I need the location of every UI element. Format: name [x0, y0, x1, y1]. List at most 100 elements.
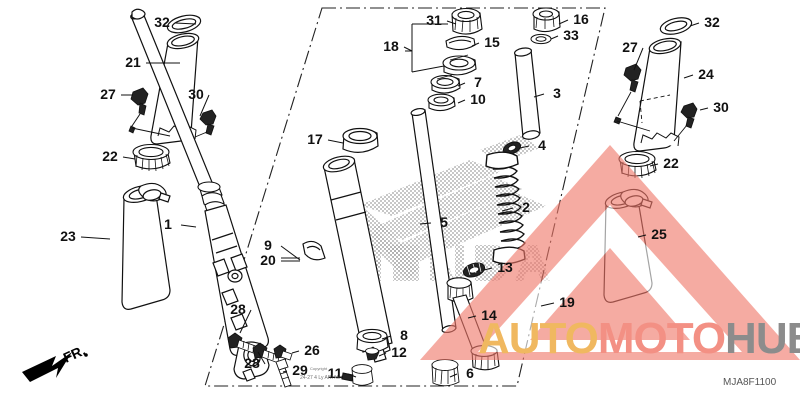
callout-30: 30 [699, 99, 729, 115]
callout-6: 6 [449, 365, 474, 381]
callout-number: 33 [563, 27, 579, 43]
callout-number: 6 [466, 365, 474, 381]
callout-number: 27 [100, 86, 116, 102]
callout-number: 14 [481, 307, 497, 323]
leader-line [689, 22, 700, 27]
part-26-bolt [273, 344, 293, 361]
leader-line [683, 74, 694, 79]
leader-line [637, 234, 647, 238]
part-18-oil-seal-set [442, 54, 477, 76]
callout-11: 11 [328, 365, 357, 381]
callout-28: 28 [244, 351, 266, 371]
callout-14: 14 [467, 307, 497, 323]
leader-line [457, 99, 466, 104]
svg-text:Copyright: Copyright [310, 366, 328, 371]
part-4-spring-seat [502, 141, 522, 155]
callout-number: 7 [474, 74, 482, 90]
callout-number: 30 [713, 99, 729, 115]
part-24-fork-cover [633, 37, 682, 152]
leader-line [199, 94, 210, 117]
part-33-washer [530, 33, 552, 45]
leader-line [533, 93, 545, 98]
leader-line [449, 373, 458, 378]
leader-line [633, 47, 644, 71]
leader-line [122, 156, 136, 160]
callout-number: 3 [553, 85, 561, 101]
callout-17: 17 [307, 131, 344, 147]
part-10-guide-bush [427, 93, 456, 112]
wm-auto-text: AUTO [478, 314, 598, 363]
part-3-damper-rod [514, 47, 541, 140]
part-7-backup-ring [430, 74, 461, 94]
callout-25: 25 [637, 226, 667, 242]
part-27-right-bolt [613, 63, 642, 125]
callout-32: 32 [689, 14, 720, 30]
part-6-bolt [431, 359, 460, 387]
callout-number: 20 [260, 252, 276, 268]
callout-12: 12 [378, 344, 407, 360]
callout-5: 5 [419, 214, 448, 230]
part-32-right-seal-ring [659, 17, 693, 35]
leader-30-left [194, 131, 208, 138]
callout-19: 19 [540, 294, 575, 310]
leader-line [282, 370, 288, 373]
callout-26: 26 [291, 342, 320, 358]
callout-30: 30 [188, 86, 210, 117]
callout-number: 26 [304, 342, 320, 358]
callout-7: 7 [457, 74, 482, 90]
callout-number: 30 [188, 86, 204, 102]
automotohub-watermark: AUTOMOTOHUB [478, 314, 800, 363]
leader-line [291, 350, 300, 354]
leader-line [174, 22, 197, 25]
callout-32: 32 [154, 14, 197, 30]
leader-line [550, 35, 559, 40]
leader-line [239, 309, 252, 334]
leader-line [381, 335, 392, 340]
callout-27: 27 [622, 39, 644, 71]
part-23-outer-tube [121, 182, 171, 310]
callout-29: 29 [282, 362, 308, 378]
callout-23: 23 [60, 228, 111, 244]
svg-text:24-27 4 Ly ARI Net: 24-27 4 Ly ARI Net [300, 375, 343, 381]
callout-27: 27 [100, 86, 133, 102]
callout-4: 4 [519, 137, 546, 153]
callout-number: 18 [383, 38, 399, 54]
callout-20: 20 [260, 252, 300, 268]
leader-line [540, 302, 555, 307]
callout-13: 13 [483, 259, 513, 275]
callout-22: 22 [102, 148, 136, 164]
part-30-left-bolt [199, 109, 217, 136]
leader-line [419, 222, 432, 225]
callout-2: 2 [501, 199, 530, 215]
callout-24: 24 [683, 66, 714, 82]
part-8-collar [356, 328, 389, 353]
callout-8: 8 [381, 327, 408, 343]
callout-number: 13 [497, 259, 513, 275]
callout-number: 4 [538, 137, 546, 153]
callout-number: 11 [328, 365, 343, 381]
leader-line [257, 351, 266, 365]
leader-line [327, 139, 344, 144]
callout-number: 8 [400, 327, 408, 343]
part-12-bolt [365, 346, 380, 361]
leader-line [403, 46, 413, 52]
part-13-stopper [462, 262, 486, 278]
callout-22: 22 [649, 155, 679, 171]
callout-18-bracket [405, 23, 448, 73]
callout-number: 32 [704, 14, 720, 30]
callout-18: 18 [383, 38, 413, 54]
callout-number: 31 [426, 12, 442, 28]
leader-line [471, 42, 480, 47]
leader-line [378, 352, 387, 357]
part-16-top-plug [532, 7, 561, 33]
copyright-microtext: Copyright 24-27 4 Ly ARI Net [300, 366, 343, 381]
callout-number: 23 [60, 228, 76, 244]
part-32-left-seal-ring [166, 14, 202, 34]
wm-hub-text: HUB [725, 314, 800, 363]
leader-line [649, 163, 659, 167]
callout-16: 16 [558, 11, 589, 27]
leader-line [180, 224, 197, 228]
callout-15: 15 [471, 34, 500, 50]
callout-28: 28 [230, 301, 252, 334]
callout-21: 21 [125, 54, 180, 70]
